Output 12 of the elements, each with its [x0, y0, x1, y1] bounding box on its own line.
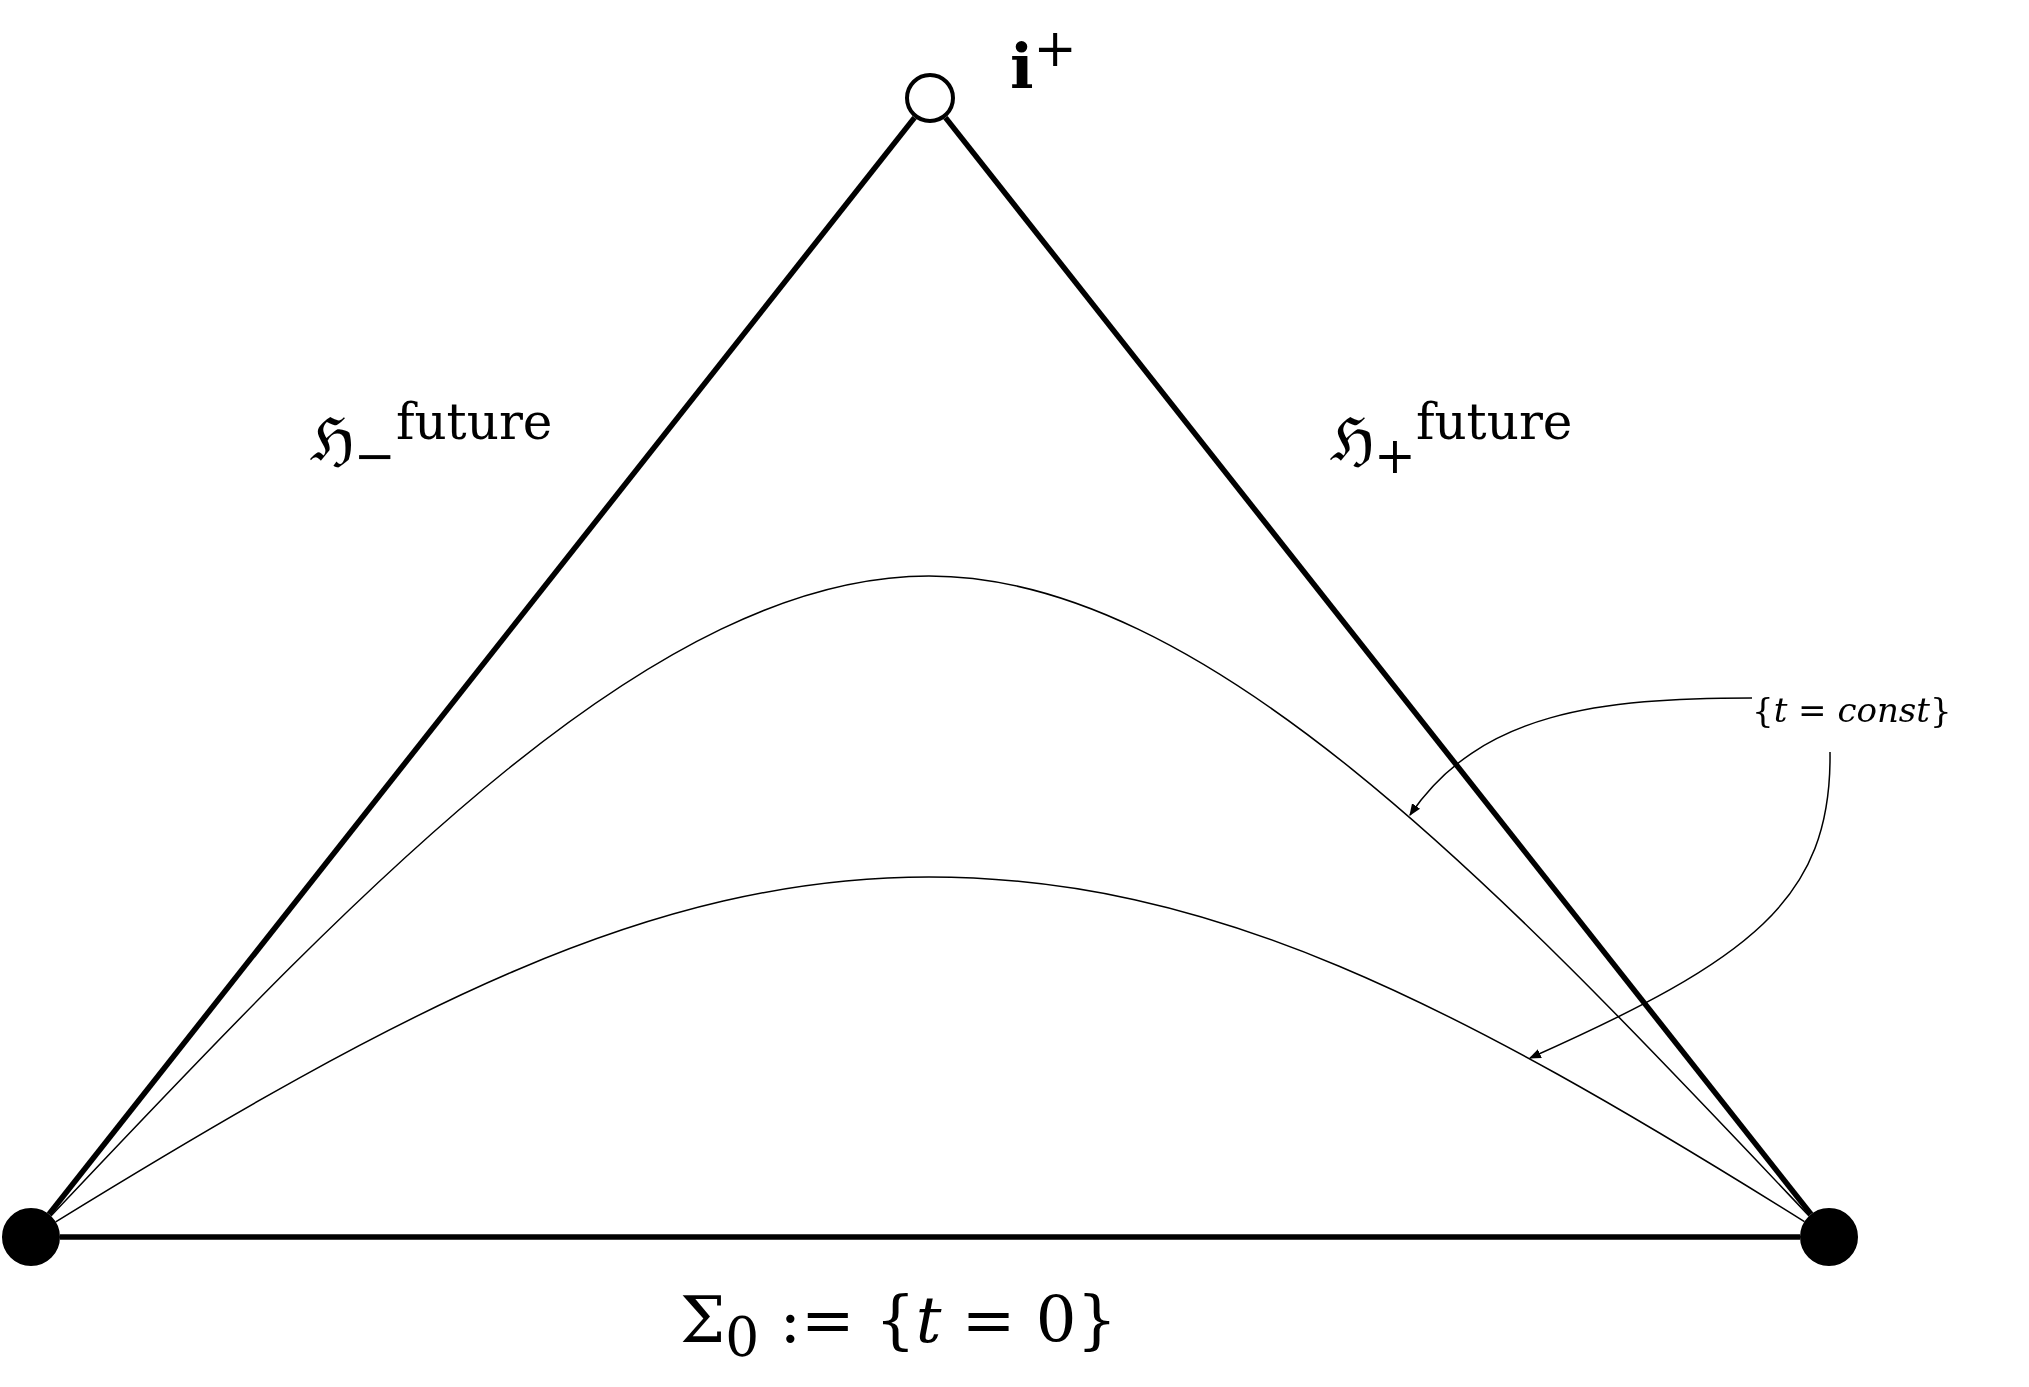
boundary-line	[60, 1234, 1800, 1240]
curve-line	[50, 575, 1810, 1217]
curve-line	[54, 876, 1806, 1223]
leader-line	[1528, 751, 1831, 1059]
boundary-line	[943, 115, 1814, 1216]
point-label: i$^{+}$	[1010, 20, 1077, 101]
point-marker	[1800, 1208, 1858, 1266]
boundary-line	[46, 115, 917, 1216]
leader-line	[1409, 697, 1753, 816]
annotation-text: {t = const}	[1752, 690, 2027, 742]
point-marker	[2, 1208, 60, 1266]
point-marker	[905, 73, 955, 123]
